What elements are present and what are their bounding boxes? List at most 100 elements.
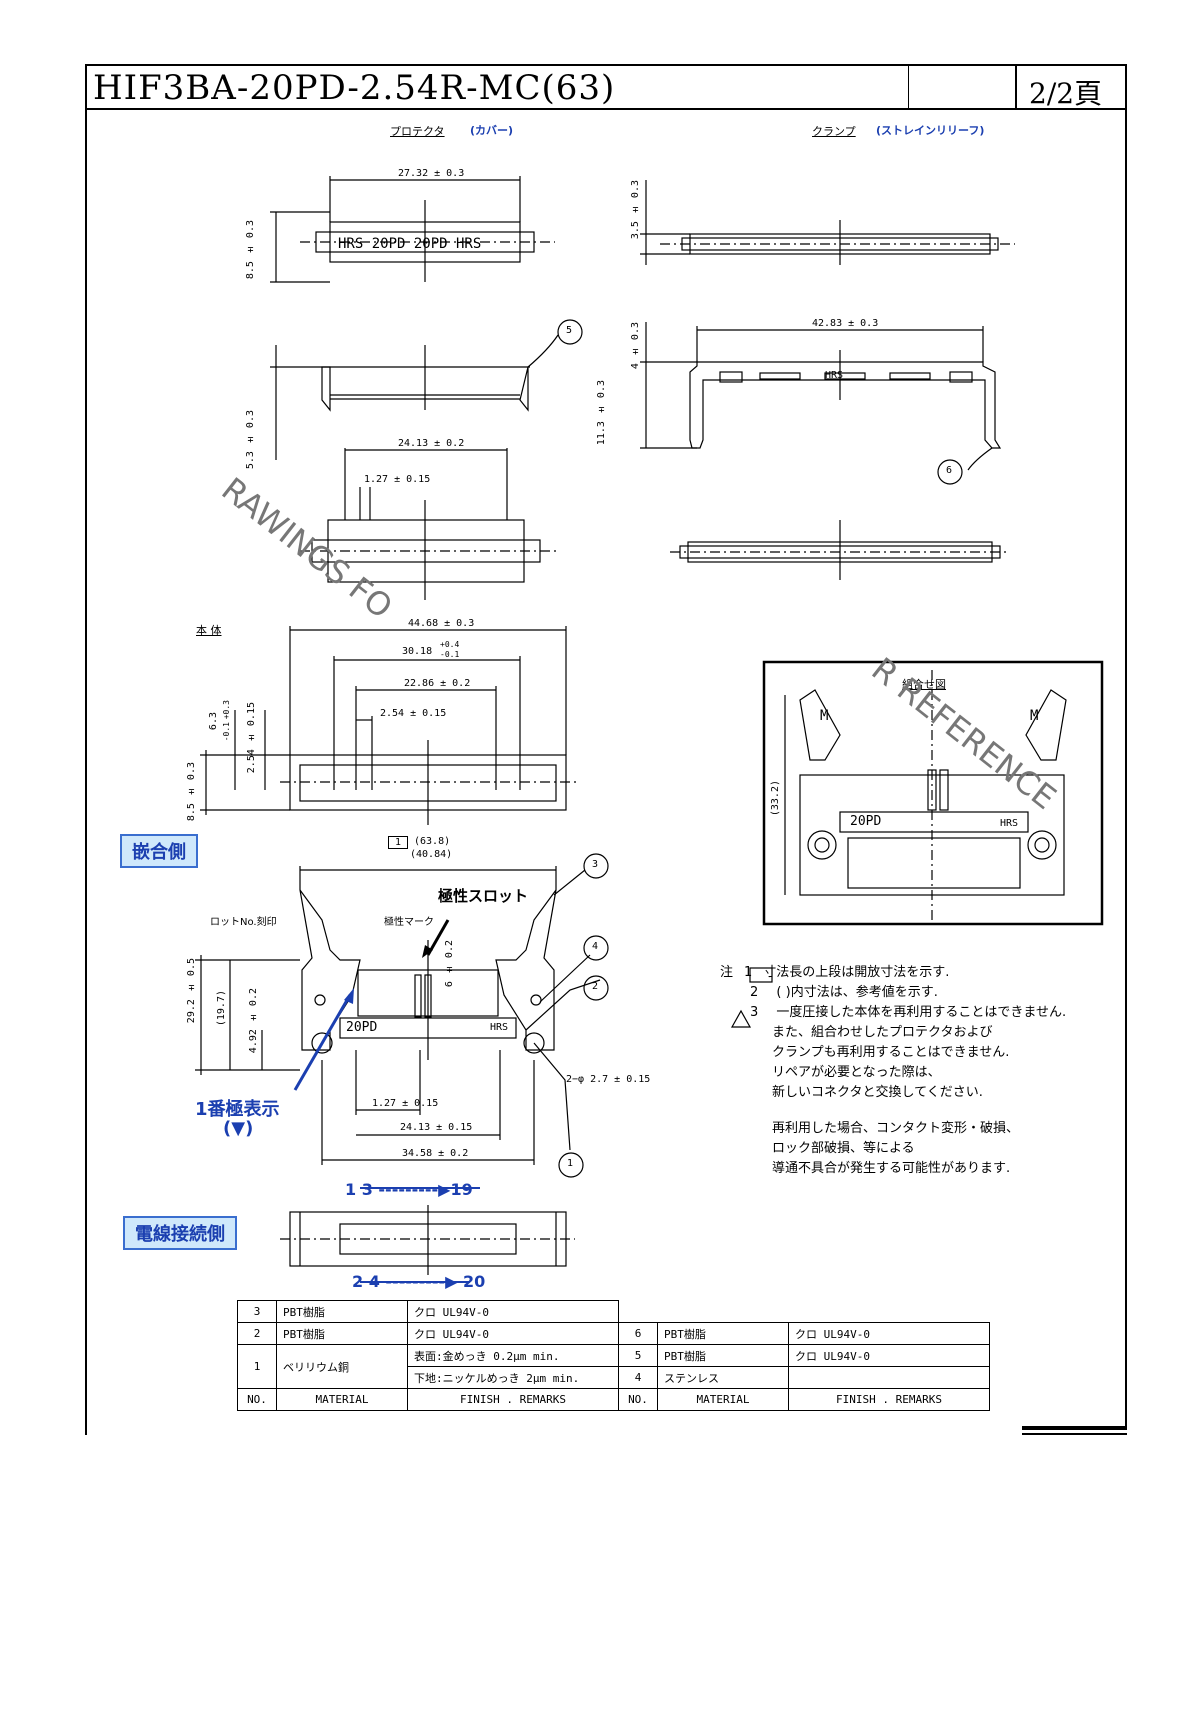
protector-bottom-view xyxy=(300,448,560,600)
wire-side-label: 電線接続側 xyxy=(135,1224,225,1245)
note-text: 新しいコネクタと交換してください. xyxy=(772,1085,983,1100)
wire-side-tag: 電線接続側 xyxy=(123,1216,237,1250)
callout-5 xyxy=(557,319,583,345)
frame-border-left xyxy=(85,110,87,1435)
wire-side-view xyxy=(280,1205,575,1275)
title-divider xyxy=(908,66,909,110)
bom-header: MATERIAL xyxy=(276,1388,408,1411)
dim-label: 2−φ 2.7 ± 0.15 xyxy=(566,1074,651,1085)
note-box xyxy=(749,967,773,983)
mating-side-label: 嵌合側 xyxy=(132,842,186,863)
dim-label: 42.83 ± 0.3 xyxy=(812,318,879,329)
bom-cell: ステンレス xyxy=(657,1366,789,1389)
table-row: 2 PBT樹脂 クロ UL94V-0 6 PBT樹脂 クロ UL94V-0 xyxy=(237,1322,990,1345)
pin-row-odd: 1 3 ---------▶19 xyxy=(345,1180,473,1199)
title-block: HIF3BA-20PD-2.54R-MC(63) 2/2頁 xyxy=(85,64,1127,110)
dim-tol: -0.1 xyxy=(222,722,231,742)
protector-top-view xyxy=(270,176,555,283)
body-view xyxy=(200,626,580,825)
callout-1 xyxy=(558,1152,584,1178)
note-num: 2 xyxy=(750,985,759,1000)
dim-label: 24.13 ± 0.2 xyxy=(398,438,465,449)
callout-number: 3 xyxy=(592,859,599,870)
bom-cell: 6 xyxy=(618,1322,658,1345)
bom-cell: PBT樹脂 xyxy=(276,1322,408,1345)
bom-cell: 表面:金めっき 0.2μm min. xyxy=(407,1344,619,1367)
callout-6 xyxy=(937,459,963,485)
assembly-marking-2: HRS xyxy=(1000,818,1019,829)
clamp-top-view xyxy=(640,180,1015,265)
bom-cell: クロ UL94V-0 xyxy=(407,1322,619,1345)
callout-number: 1 xyxy=(567,1158,574,1169)
callout-3 xyxy=(583,853,609,879)
bom-cell: クロ UL94V-0 xyxy=(407,1300,619,1323)
dim-label: 34.58 ± 0.2 xyxy=(402,1148,469,1159)
bom-cell: 2 xyxy=(237,1322,277,1345)
bom-cell: クロ UL94V-0 xyxy=(788,1344,990,1367)
note-triangle xyxy=(730,1009,752,1028)
table-row: 3 PBT樹脂 クロ UL94V-0 xyxy=(237,1300,990,1323)
assembly-letter-right: M xyxy=(1030,708,1039,724)
note-text: 再利用した場合、コンタクト変形・破損、 xyxy=(772,1121,1020,1136)
assembly-letter-left: M xyxy=(820,708,829,724)
dim-label: 29.2 ± 0.5 xyxy=(186,958,197,1024)
bom-cell: PBT樹脂 xyxy=(657,1344,789,1367)
bom-table: 3 PBT樹脂 クロ UL94V-0 2 PBT樹脂 クロ UL94V-0 6 … xyxy=(237,1300,990,1411)
dim-label: 4 ± 0.3 xyxy=(630,322,641,370)
note-text: 寸法長の上段は開放寸法を示す. xyxy=(763,965,950,980)
bom-cell: PBT樹脂 xyxy=(276,1300,408,1323)
mating-marking-2: HRS xyxy=(490,1022,509,1033)
dim-tol: +0.3 xyxy=(222,700,231,720)
bom-cell: 3 xyxy=(237,1300,277,1323)
clamp-front-view xyxy=(640,322,1002,471)
protector-front-view xyxy=(270,334,559,460)
note-num: 3 xyxy=(750,1005,759,1020)
dim-tol: +0.4 xyxy=(440,640,460,649)
note-text: 導通不具合が発生する可能性があります. xyxy=(772,1161,1011,1176)
dim-label: 4.92 ± 0.2 xyxy=(248,988,259,1054)
bom-header: FINISH . REMARKS xyxy=(407,1388,619,1411)
bom-cell: PBT樹脂 xyxy=(657,1322,789,1345)
clamp-marking: HRS xyxy=(825,370,844,381)
protector-marking: HRS 20PD 20PD HRS xyxy=(338,236,482,252)
bom-cell: 4 xyxy=(618,1366,658,1389)
part-number: HIF3BA-20PD-2.54R-MC(63) xyxy=(93,68,616,108)
callout-number: 4 xyxy=(592,941,599,952)
dim-label: (40.84) xyxy=(410,849,453,860)
protector-heading: プロテクタ xyxy=(390,125,445,138)
dim-label: 5.3 ± 0.3 xyxy=(245,410,256,470)
bom-header: NO. xyxy=(237,1388,277,1411)
callout-4 xyxy=(583,935,609,961)
note-text: ロック部破損、等による xyxy=(772,1141,915,1156)
bom-cell: 1 xyxy=(237,1344,277,1389)
table-header-row: NO. MATERIAL FINISH . REMARKS NO. MATERI… xyxy=(237,1388,990,1411)
note-text: リペアが必要となった際は、 xyxy=(772,1065,941,1080)
title-divider xyxy=(1015,66,1017,110)
bom-cell: クロ UL94V-0 xyxy=(788,1322,990,1345)
note-ref-1: 1 xyxy=(388,836,409,849)
bom-header: MATERIAL xyxy=(657,1388,789,1411)
dim-label: (63.8) xyxy=(414,836,451,847)
lot-label: ロットNo.刻印 xyxy=(210,917,277,928)
body-heading: 本 体 xyxy=(196,624,222,637)
dim-label: 44.68 ± 0.3 xyxy=(408,618,475,629)
bom-header: NO. xyxy=(618,1388,658,1411)
dim-label: (19.7) xyxy=(216,990,227,1027)
clamp-heading-alt: (ストレインリリーフ) xyxy=(876,124,985,137)
clamp-bottom-view xyxy=(670,520,1010,580)
dim-label: 3.5 ± 0.3 xyxy=(630,180,641,240)
table-row: 1 ベリリウム銅 表面:金めっき 0.2μm min. 5 PBT樹脂 クロ U… xyxy=(237,1344,990,1389)
mating-marking: 20PD xyxy=(346,1020,378,1035)
dim-label: 2.54 ± 0.15 xyxy=(246,702,257,774)
polarity-slot-label: 極性スロット xyxy=(438,887,529,905)
dim-label: 24.13 ± 0.15 xyxy=(400,1122,473,1133)
dim-label: 27.32 ± 0.3 xyxy=(398,168,465,179)
dim-label: 6 ± 0.2 xyxy=(444,940,455,988)
clamp-heading: クランプ xyxy=(812,125,856,138)
bom-cell: ベリリウム銅 xyxy=(276,1344,408,1389)
protector-heading-alt: (カバー) xyxy=(470,124,514,137)
note-text: また、組合わせしたプロテクタおよび xyxy=(772,1025,993,1040)
bom-cell xyxy=(788,1366,990,1389)
dim-label: 8.5 ± 0.3 xyxy=(245,220,256,280)
